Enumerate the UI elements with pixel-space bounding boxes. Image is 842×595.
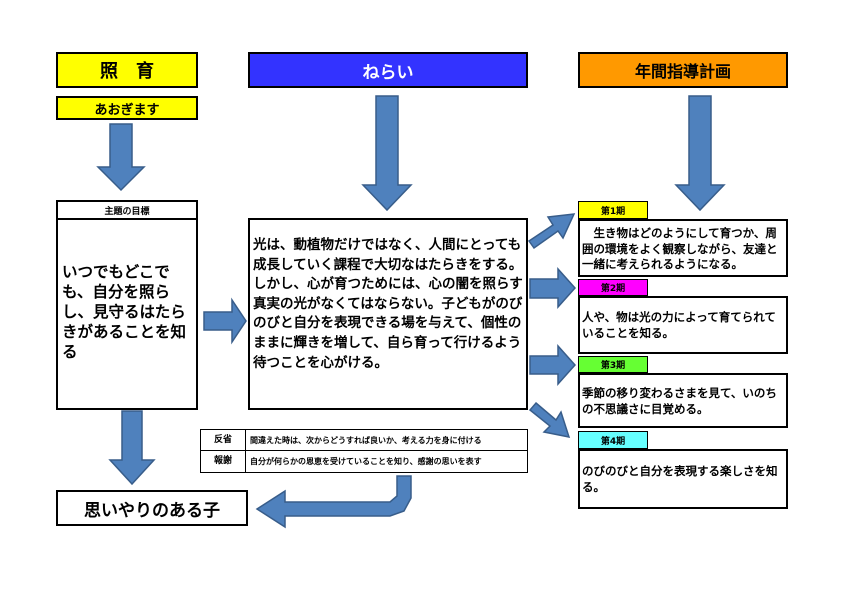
period-tag-4: 第4期: [578, 431, 648, 449]
arrow-to-period4: [528, 401, 571, 438]
arrow-right-theme-nerai: [203, 297, 247, 345]
header-nenkan: 年間指導計画: [578, 52, 788, 88]
nerai-body-box: 光は、動植物だけではなく、人間にとっても成長していく課程で大切なはたらきをする。…: [248, 218, 528, 410]
reflection-text-2: 自分が何らかの恩恵を受けていることを知り、感謝の思いを表す: [250, 457, 482, 466]
header-nenkan-label: 年間指導計画: [634, 62, 731, 81]
header-shoiku-label: 照 育: [100, 61, 154, 82]
theme-title-box: 主題の目標: [56, 200, 198, 220]
arrow-to-period3: [529, 344, 577, 386]
period-box-4: のびのびと自分を表現する楽しさを知る。: [578, 449, 788, 509]
period-label-3: 第3期: [600, 361, 626, 371]
reflection-label-1: 反省: [201, 430, 246, 450]
arrow-down-theme-outcome: [108, 410, 156, 486]
period-text-3: 季節の移り変わるさまを見て、いのちの不思議さに目覚める。: [582, 386, 777, 416]
aogimasu-label: あおぎます: [94, 102, 160, 118]
arrow-to-period2: [529, 267, 577, 309]
period-text-4: のびのびと自分を表現する楽しさを知る。: [582, 464, 778, 494]
period-tag-2: 第2期: [578, 279, 648, 296]
period-text-2: 人や、物は光の力によって育てられていることを知る。: [582, 310, 776, 340]
theme-body: いつでもどこでも、自分を照らし、見守るはたらきがあることを知る: [62, 263, 187, 361]
reflection-row-1: 反省 間違えた時は、次からどうすれば良いか、考える力を身に付ける: [200, 429, 528, 451]
reflection-label-2: 報謝: [201, 451, 246, 472]
theme-title: 主題の目標: [104, 206, 150, 217]
period-label-1: 第1期: [600, 206, 626, 217]
arrow-down-center: [361, 95, 413, 212]
period-box-1: 生き物はどのようにして育つか、周囲の環境をよく観察しながら、友達と一緒に考えられ…: [578, 219, 788, 277]
reflection-text-1: 間違えた時は、次からどうすれば良いか、考える力を身に付ける: [250, 435, 482, 445]
period-box-3: 季節の移り変わるさまを見て、いのちの不思議さに目覚める。: [578, 373, 788, 428]
reflection-row-2: 報謝 自分が何らかの恩恵を受けていることを知り、感謝の思いを表す: [200, 451, 528, 473]
period-tag-1: 第1期: [578, 201, 648, 219]
nerai-body: 光は、動植物だけではなく、人間にとっても成長していく課程で大切なはたらきをする。…: [253, 237, 523, 371]
theme-body-box: いつでもどこでも、自分を照らし、見守るはたらきがあることを知る: [56, 218, 198, 410]
period-label-2: 第2期: [600, 284, 626, 294]
period-tag-3: 第3期: [578, 356, 648, 373]
arrow-to-period1: [527, 213, 576, 250]
outcome-label: 思いやりのある子: [84, 500, 220, 521]
period-label-4: 第4期: [600, 436, 626, 447]
arrow-down-right: [674, 95, 726, 212]
header-nerai-label: ねらい: [362, 62, 414, 83]
period-text-1: 生き物はどのようにして育つか、周囲の環境をよく観察しながら、友達と一緒に考えられ…: [582, 226, 778, 271]
header-nerai: ねらい: [248, 52, 528, 88]
aogimasu-box: あおぎます: [56, 96, 198, 120]
arrow-down-left: [96, 123, 146, 192]
outcome-box: 思いやりのある子: [56, 490, 248, 526]
arrow-return-outcome: [255, 475, 412, 529]
header-shoiku: 照 育: [56, 52, 198, 88]
period-box-2: 人や、物は光の力によって育てられていることを知る。: [578, 296, 788, 354]
